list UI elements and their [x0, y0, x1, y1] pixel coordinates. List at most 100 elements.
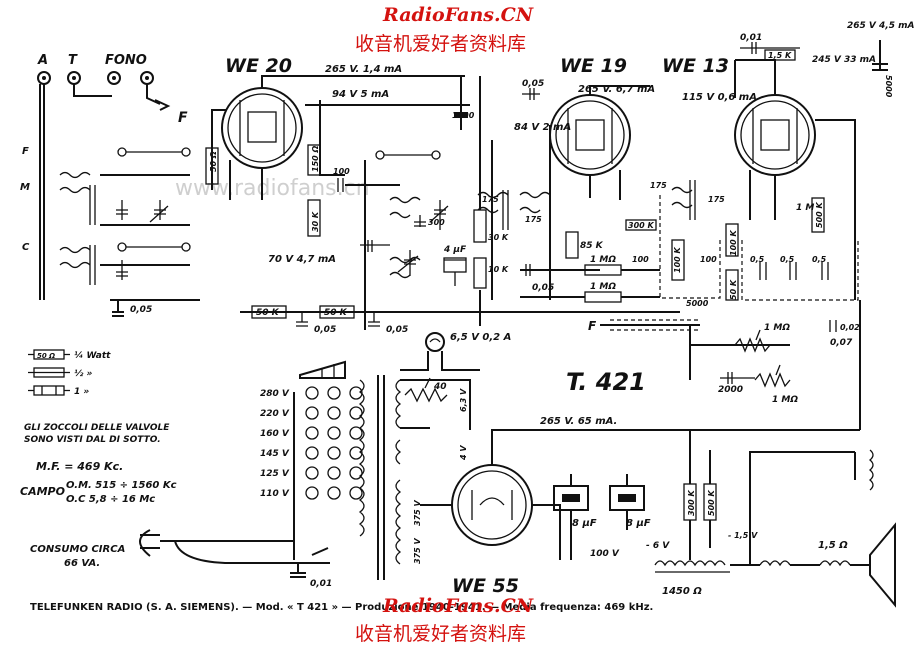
tap-220: 220 V [260, 409, 290, 419]
tube-we20-label: WE 20 [225, 55, 292, 77]
power-transformer: 375 V 375 V 6,3 V 4 V [358, 375, 471, 580]
field-label: 1450 Ω [662, 586, 702, 597]
note-consumo-1: CONSUMO CIRCA [30, 544, 125, 555]
c22-label: 2000 [718, 385, 743, 395]
footer-credit: TELEFUNKEN RADIO (S. A. SIEMENS). — Mod.… [30, 602, 653, 613]
tube-we55-label: WE 55 [452, 575, 519, 597]
c23-cap [829, 320, 837, 332]
r12-label: 100 K [673, 247, 682, 273]
watermark-faint-url: www.radiofans.cn [175, 176, 370, 201]
c10-label: 300 [428, 218, 445, 227]
if-transformer-1: 175 175 30 K 10 K 4 μF [443, 76, 551, 326]
c15-label: 100 [632, 255, 649, 264]
c13-label: 175 [525, 215, 542, 224]
fono-f-label: F [178, 110, 188, 126]
c12-label: 175 [482, 195, 499, 204]
legend-2-text: ½ » [74, 369, 92, 379]
band-c: C [22, 242, 30, 253]
band-m: M [20, 182, 30, 193]
r13-label: 1 M [796, 203, 814, 213]
input-terminals: A T FONO F [37, 53, 188, 300]
r16-label: 50 K [729, 279, 738, 300]
note-campo-oc: O.C 5,8 ÷ 16 Mc [66, 494, 155, 505]
c3-cap [525, 264, 531, 276]
watermark-site-top: RadioFans.CN [382, 4, 534, 26]
c6-label: 0,01 [310, 579, 332, 589]
c14-label: 175 [650, 181, 667, 190]
c12b-label: 175 [708, 195, 725, 204]
terminal-a: A [37, 53, 48, 68]
tube-we55: WE 55 [420, 429, 860, 597]
note-mf: M.F. = 469 Kc. [36, 460, 123, 473]
r17-resistor [764, 49, 796, 61]
we20-supply-label: 265 V. 1,4 mA [325, 64, 402, 75]
c8-label: 1000 [452, 111, 475, 120]
c2-label: 0,05 [522, 79, 544, 89]
watermark-cn-bottom: 收音机爱好者资料库 [355, 623, 526, 645]
fil2-label: 4 V [459, 445, 468, 461]
c5-label: 0,05 [386, 325, 408, 335]
hv-tap-2: 375 V [413, 538, 422, 564]
volume-pot [734, 329, 771, 353]
r11-label: 300 K [628, 221, 654, 230]
c26-label: 0,07 [830, 338, 853, 348]
spk-label: 1,5 Ω [818, 540, 848, 551]
tube-we19: WE 19 [549, 55, 650, 200]
tap-160: 160 V [260, 429, 290, 439]
tap-125: 125 V [260, 469, 290, 479]
r9-label: 1 MΩ [590, 255, 616, 265]
tone-caps: 0,5 0,5 0,5 [741, 240, 859, 301]
c1-label: 0,05 [130, 305, 152, 315]
bus-caps [296, 312, 380, 327]
osc-section: 100 300 [319, 100, 449, 330]
volume-wires [689, 325, 790, 380]
r8-resistor [565, 231, 579, 259]
we20-g2-label: 94 V 5 mA [332, 89, 389, 100]
filter-caps: 8 μF 8 μF [553, 474, 651, 560]
bias2-label: - 1,5 V [728, 531, 758, 540]
we19-g2-label: 84 V 2 mA [514, 122, 571, 133]
r14-resistor [811, 197, 825, 233]
tube-we13-label: WE 13 [662, 55, 729, 77]
fil-label: 6,3 V [459, 388, 468, 412]
band-f: F [22, 146, 29, 157]
tube-we19-label: WE 19 [560, 55, 627, 77]
tap-280: 280 V [260, 389, 290, 399]
legend: 50 Ω ¼ Watt ½ » 1 » [28, 349, 111, 397]
c11-label: 4 μF [443, 245, 467, 255]
note-sockets-2: SONO VISTI DAL DI SOTTO. [24, 435, 161, 445]
c23-label: 0,02 [840, 323, 860, 332]
output-section: 300 K 500 K - 6 V - 1,5 V 1450 Ω 1,5 Ω [646, 300, 896, 608]
c18-label: 5000 [884, 75, 893, 98]
r8-label: 85 K [580, 241, 604, 251]
note-campo-om: O.M. 515 ÷ 1560 Kc [66, 480, 177, 491]
c3-label: 0,05 [532, 283, 554, 293]
bias-label: - 6 V [646, 541, 670, 551]
r1-resistor [205, 147, 219, 185]
c18-cap [872, 40, 888, 71]
c16-label: 100 [700, 255, 717, 264]
c7-cap [740, 42, 800, 54]
c2-cap [522, 88, 540, 100]
rect-out-label: 100 V [590, 549, 620, 559]
c25-label: 8 μF [626, 518, 651, 529]
c4-label: 0,05 [314, 325, 336, 335]
f-shield-label: F [588, 319, 597, 333]
model-label: T. 421 [566, 368, 646, 396]
terminal-fono: FONO [105, 53, 147, 68]
r3-resistor [307, 199, 321, 237]
heater-label-1: 6,5 V 0,2 A [450, 332, 511, 343]
r4-label: 50 K [256, 308, 280, 318]
antenna-coils: 0,05 [59, 147, 200, 317]
c9-label: 100 [333, 167, 350, 176]
c22-cap [720, 372, 755, 384]
r19-label: 1 MΩ [772, 395, 798, 405]
hv-tap-1: 375 V [413, 500, 422, 526]
we20-cath-label: 70 V 4,7 mA [268, 254, 336, 265]
legend-1-symbol: 50 Ω [37, 352, 55, 360]
r5-label: 50 K [324, 308, 348, 318]
note-sockets-1: GLI ZOCCOLI DELLE VALVOLE [24, 423, 170, 433]
tone-pot [754, 364, 791, 388]
note-campo: CAMPO [20, 485, 65, 498]
